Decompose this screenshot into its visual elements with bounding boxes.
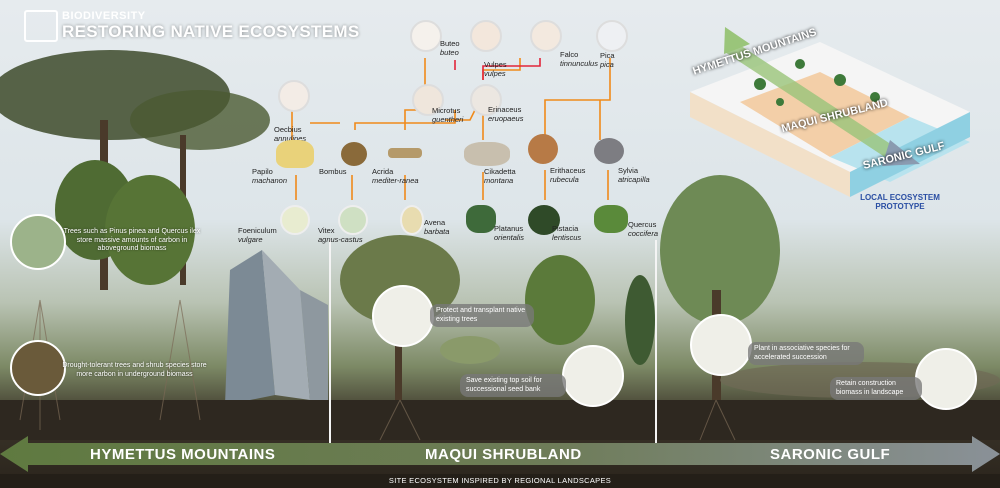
note-carbon-above: Trees such as Pinus pinea and Quercus il… — [63, 228, 201, 252]
page-title: RESTORING NATIVE ECOSYSTEMS — [62, 22, 360, 41]
tree-biomass-icon — [10, 214, 66, 270]
associative-planting-icon — [690, 314, 752, 376]
oak-acorn-icon — [594, 205, 628, 233]
note-retain: Retain construction biomass in landscape — [830, 377, 922, 400]
oat-icon — [400, 205, 424, 235]
diagram-caption: LOCAL ECOSYSTEM PROTOTYPE — [860, 193, 940, 211]
bee-icon — [341, 142, 367, 166]
buzzard-icon — [410, 20, 442, 52]
bar-label-shrubland: MAQUI SHRUBLAND — [425, 446, 582, 463]
note-carbon-below: Drought-tolerant trees and shrub species… — [62, 362, 207, 378]
spider-icon — [278, 80, 310, 112]
magpie-icon — [596, 20, 628, 52]
hedgehog-icon — [470, 84, 502, 116]
cicada-icon — [464, 142, 510, 166]
butterfly-icon — [276, 140, 314, 168]
vole-icon — [412, 84, 444, 116]
species-label: Bombus — [319, 167, 347, 176]
note-protect: Protect and transplant native existing t… — [430, 304, 534, 327]
logo-icon — [24, 10, 58, 42]
warbler-icon — [594, 138, 624, 164]
gradient-arrow — [0, 436, 1000, 472]
root-biomass-icon — [10, 340, 66, 396]
transplant-trees-icon — [372, 285, 434, 347]
kestrel-icon — [530, 20, 562, 52]
note-plant: Plant in associative species for acceler… — [748, 342, 864, 365]
panel-divider — [329, 240, 331, 445]
plane-leaf-icon — [466, 205, 496, 233]
panel-divider — [655, 240, 657, 445]
footer-caption: SITE ECOSYSTEM INSPIRED BY REGIONAL LAND… — [0, 474, 1000, 488]
section-category: BIODIVERSITY — [62, 10, 146, 22]
vitex-icon — [338, 205, 368, 235]
fennel-icon — [280, 205, 310, 235]
topsoil-icon — [562, 345, 624, 407]
note-topsoil: Save existing top soil for successional … — [460, 374, 566, 397]
bar-label-mountains: HYMETTUS MOUNTAINS — [90, 446, 276, 463]
bar-label-gulf: SARONIC GULF — [770, 446, 891, 463]
mastic-shrub-icon — [528, 205, 560, 235]
biomass-retain-icon — [915, 348, 977, 410]
fox-icon — [470, 20, 502, 52]
ecosystem-block-diagram — [690, 27, 970, 197]
robin-icon — [528, 134, 558, 164]
grasshopper-icon — [388, 148, 422, 158]
